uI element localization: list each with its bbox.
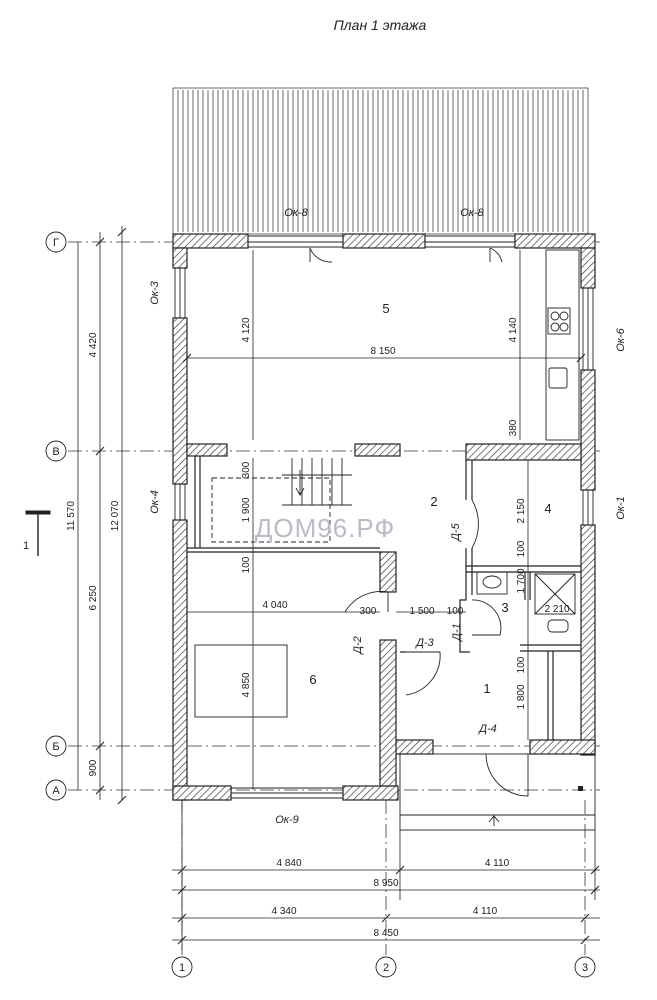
dim-bottom-row1-total: 8 950 <box>373 878 398 889</box>
partitions <box>187 456 581 740</box>
door-swings <box>309 247 529 797</box>
door-label-d1: Д-1 <box>451 623 463 643</box>
window-openings <box>174 235 594 799</box>
window-label-left-lower: Ок-4 <box>149 490 161 514</box>
window-label-left-upper: Ок-3 <box>149 280 161 304</box>
door-label-d2: Д-2 <box>352 636 364 656</box>
room-4-label: 4 <box>544 501 551 516</box>
axis-marker-col-1 <box>171 956 193 978</box>
door-label-d3: Д-3 <box>414 637 434 649</box>
plan-title: План 1 этажа <box>334 17 427 33</box>
room-1-label: 1 <box>483 681 490 696</box>
internal-dimensions: 4 120 4 140 8 150 300 1 900 100 380 2 15… <box>241 317 570 709</box>
axis-marker-row-2 <box>45 440 67 462</box>
dim-4040: 4 040 <box>262 600 287 611</box>
dim-room5-height-left: 4 120 <box>241 317 252 342</box>
section-mark <box>25 510 51 556</box>
axis-row-3-label: Б <box>52 741 59 753</box>
dim-2150: 2 150 <box>516 498 527 523</box>
bottom-dimensions: 4 840 4 110 8 950 4 340 4 110 8 450 <box>271 858 509 939</box>
door-label-d4: Д-4 <box>477 723 497 735</box>
dim-room5-width: 8 150 <box>370 346 395 357</box>
dim-stair-300: 300 <box>241 461 252 478</box>
dim-100-c: 100 <box>447 606 464 617</box>
dimension-ticks <box>95 227 600 945</box>
dim-100-b: 100 <box>516 540 527 557</box>
axis-marker-col-2 <box>375 956 397 978</box>
door-label-d5: Д-5 <box>450 522 462 542</box>
dim-100-a: 100 <box>241 556 252 573</box>
room-numbers: 5 2 4 3 6 1 <box>309 301 551 696</box>
axis-col-3-label: 3 <box>582 962 588 974</box>
axis-col-1-label: 1 <box>179 962 185 974</box>
dimension-lines <box>77 226 600 950</box>
dim-bottom-row2-right: 4 110 <box>473 906 498 917</box>
window-label-top-left: Ок-8 <box>284 207 308 219</box>
left-dimensions: 4 420 6 250 900 11 570 12 070 <box>66 332 121 776</box>
section-mark-label: 1 <box>23 540 29 552</box>
room-2-label: 2 <box>430 494 437 509</box>
porch-corner-marker <box>578 786 583 791</box>
dim-left-bottom: 6 250 <box>88 585 99 610</box>
room-3-label: 3 <box>501 600 508 615</box>
axis-row-4-label: А <box>52 785 60 797</box>
dim-300: 300 <box>360 606 377 617</box>
axis-labels: Г В Б А 1 2 3 <box>52 237 588 974</box>
dim-stair-1900: 1 900 <box>241 497 252 522</box>
room-6-label: 6 <box>309 672 316 687</box>
axis-row-2-label: В <box>52 446 59 458</box>
dim-1500: 1 500 <box>409 606 434 617</box>
axis-marker-row-1 <box>45 231 67 253</box>
dim-left-porch: 900 <box>88 759 99 776</box>
dim-left-total-outer: 12 070 <box>110 500 121 531</box>
dim-bottom-row2-total: 8 450 <box>373 928 398 939</box>
roof-hatching <box>172 87 589 235</box>
window-label-right-upper: Ок-6 <box>615 327 627 351</box>
dim-bottom-row1-right: 4 110 <box>485 858 510 869</box>
axis-marker-row-3 <box>45 735 67 757</box>
dim-2210: 2 210 <box>544 604 569 615</box>
dim-bottom-row2-left: 4 340 <box>271 906 296 917</box>
axis-markers <box>45 231 596 978</box>
dim-left-top: 4 420 <box>88 332 99 357</box>
dim-4850: 4 850 <box>241 672 252 697</box>
dim-left-total-inner: 11 570 <box>66 501 77 531</box>
dim-1800: 1 800 <box>516 684 527 709</box>
window-label-top-right: Ок-8 <box>460 207 484 219</box>
walls <box>172 233 596 801</box>
porch <box>399 753 596 831</box>
window-label-right-lower: Ок-1 <box>615 496 627 520</box>
dim-1700: 1 700 <box>516 568 527 593</box>
axis-marker-col-3 <box>574 956 596 978</box>
dim-100-d: 100 <box>516 656 527 673</box>
window-label-bottom: Ок-9 <box>275 814 299 826</box>
watermark: ДОМ96.РФ <box>255 513 395 543</box>
door-labels: Д-5 Д-2 Д-3 Д-1 Д-4 <box>352 522 497 735</box>
dim-380: 380 <box>508 419 519 436</box>
kitchen-counter <box>545 249 580 441</box>
dim-room5-height-right: 4 140 <box>508 317 519 342</box>
axis-row-1-label: Г <box>53 237 59 249</box>
axis-col-2-label: 2 <box>383 962 389 974</box>
dim-bottom-row1-left: 4 840 <box>276 858 301 869</box>
axis-marker-row-4 <box>45 779 67 801</box>
window-labels: Ок-8 Ок-8 Ок-3 Ок-4 Ок-6 Ок-1 Ок-9 <box>149 207 627 826</box>
room-5-label: 5 <box>382 301 389 316</box>
staircase <box>211 458 352 543</box>
bed <box>194 644 288 718</box>
bath-fixtures <box>476 571 576 633</box>
